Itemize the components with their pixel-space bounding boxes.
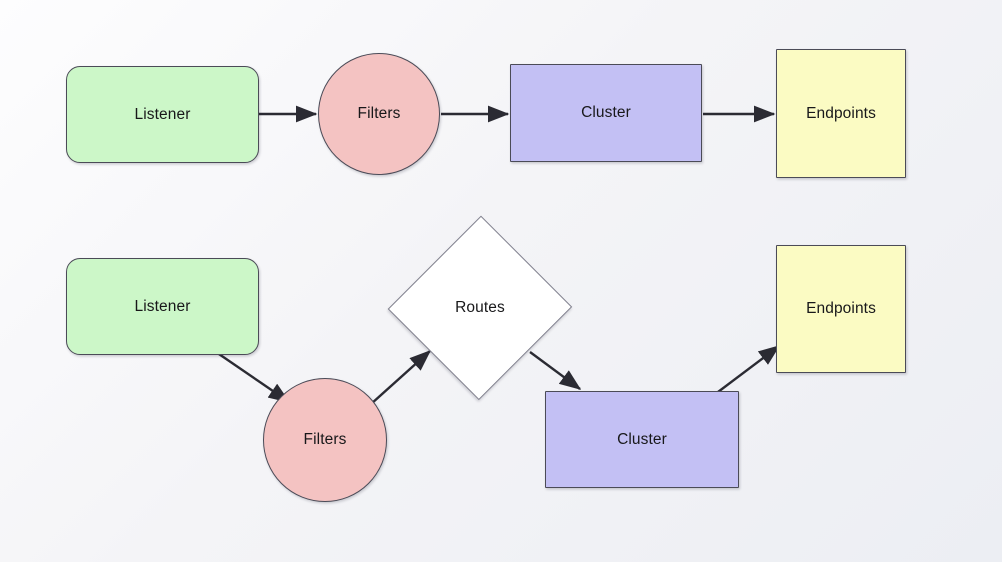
node-label-listener-top: Listener xyxy=(134,105,191,123)
node-filters-top[interactable]: Filters xyxy=(318,53,440,175)
arrow-listener-bottom-to-filters-bottom xyxy=(215,351,291,403)
arrow-routes-bottom-to-cluster-bottom xyxy=(529,351,582,390)
arrow-filters-bottom-to-routes-bottom xyxy=(370,350,432,405)
node-label-filters-top: Filters xyxy=(357,105,401,123)
node-endpoints-top[interactable]: Endpoints xyxy=(776,49,906,178)
edge-group xyxy=(215,105,781,405)
node-filters-bottom[interactable]: Filters xyxy=(263,378,387,502)
node-label-endpoints-bottom: Endpoints xyxy=(806,300,876,318)
node-cluster-bottom[interactable]: Cluster xyxy=(545,391,739,488)
arrow-cluster-bottom-to-endpoints-bottom xyxy=(717,345,781,393)
node-listener-top[interactable]: Listener xyxy=(66,66,259,163)
node-label-filters-bottom: Filters xyxy=(303,431,347,449)
diamond-face-routes-bottom xyxy=(387,215,573,401)
node-cluster-top[interactable]: Cluster xyxy=(510,64,702,162)
node-label-cluster-top: Cluster xyxy=(581,104,631,122)
node-label-endpoints-top: Endpoints xyxy=(806,104,876,122)
node-routes-bottom[interactable]: Routes xyxy=(387,215,573,401)
node-label-cluster-bottom: Cluster xyxy=(617,430,667,448)
node-label-listener-bottom: Listener xyxy=(134,297,191,315)
node-endpoints-bottom[interactable]: Endpoints xyxy=(776,245,906,373)
node-listener-bottom[interactable]: Listener xyxy=(66,258,259,355)
